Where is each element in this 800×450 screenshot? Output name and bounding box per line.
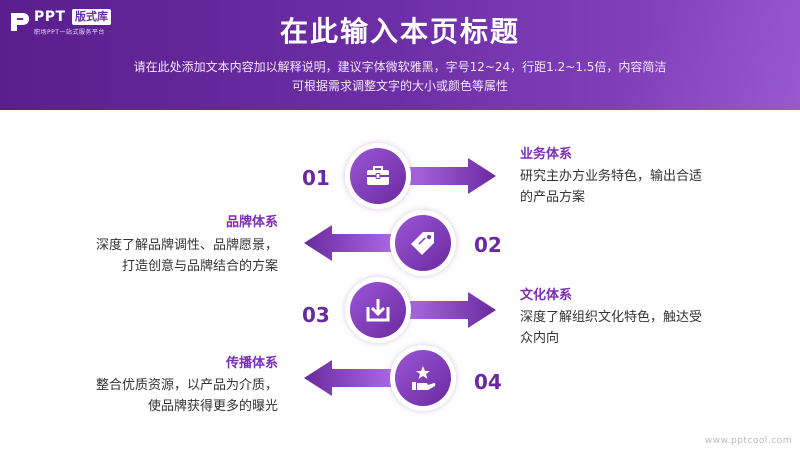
tag-icon (411, 232, 434, 255)
item-number-3: 03 (302, 303, 330, 327)
item-desc-3: 深度了解组织文化特色，触达受 众内向 (520, 310, 703, 346)
briefcase-icon (367, 166, 389, 185)
circle-item-1 (345, 143, 411, 209)
watermark: www.pptcool.com (704, 436, 792, 446)
circle-item-3 (345, 277, 411, 343)
item-title-2: 品牌体系 (225, 215, 278, 230)
item-number-2: 02 (474, 233, 502, 257)
header-banner: PPT 版式库 职场PPT一站式服务平台 在此输入本页标题 请在此处添加文本内容… (0, 0, 800, 110)
item-number-1: 01 (302, 166, 330, 190)
logo-name: PPT (34, 9, 66, 25)
page-title: 在此输入本页标题 (279, 15, 520, 48)
item-title-4: 传播体系 (225, 356, 278, 371)
hand-star-icon (412, 366, 436, 390)
logo-tagline: 职场PPT一站式服务平台 (34, 29, 105, 36)
item-desc-2: 深度了解品牌调性、品牌愿景， 打造创意与品牌结合的方案 (95, 238, 278, 274)
subtitle-line-2: 可根据需求调整文字的大小或颜色等属性 (291, 79, 508, 93)
page-subtitle: 请在此处添加文本内容加以解释说明，建议字体微软雅黑，字号12~24，行距1.2~… (0, 58, 800, 96)
item-desc-4: 整合优质资源，以产品为介质， 使品牌获得更多的曝光 (95, 378, 278, 414)
item-title-3: 文化体系 (520, 288, 573, 303)
subtitle-line-1: 请在此处添加文本内容加以解释说明，建议字体微软雅黑，字号12~24，行距1.2~… (133, 60, 667, 74)
item-number-4: 04 (474, 370, 502, 394)
ppt-logo-icon (11, 13, 29, 31)
item-title-1: 业务体系 (520, 147, 573, 162)
circle-item-4 (390, 345, 456, 411)
logo-badge: 版式库 (72, 9, 111, 25)
circle-item-2 (390, 210, 456, 276)
item-desc-1: 研究主办方业务特色，输出合适 的产品方案 (520, 169, 703, 205)
download-box-icon (366, 299, 390, 322)
